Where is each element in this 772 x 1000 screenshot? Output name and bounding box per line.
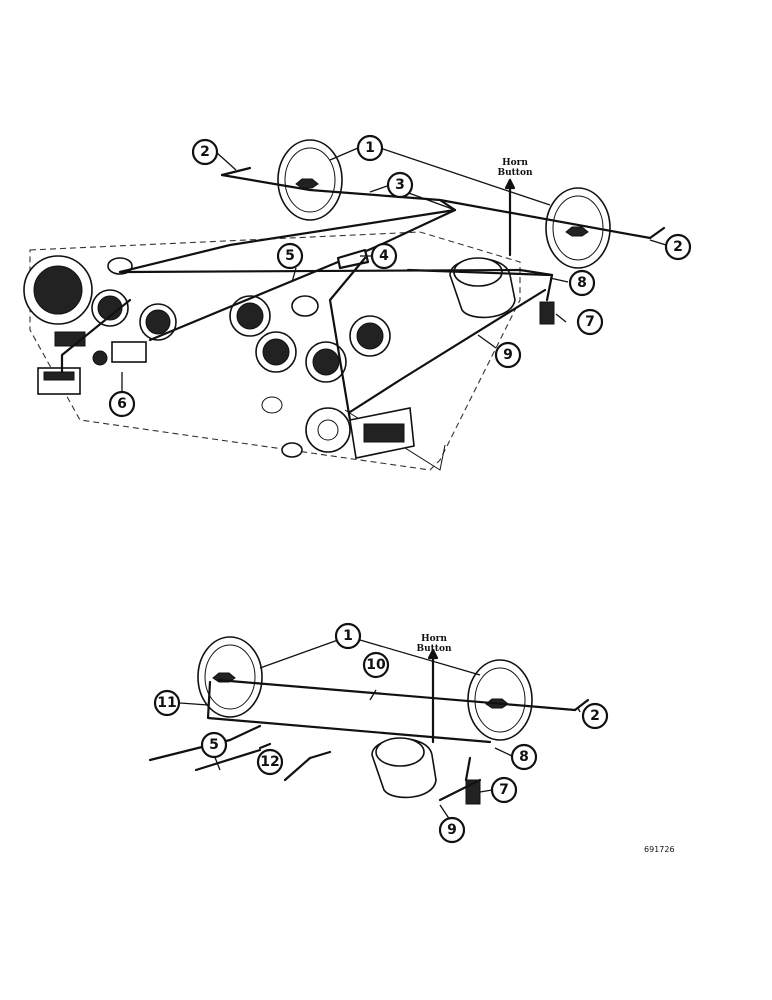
sender-unit xyxy=(539,301,555,325)
horn-left xyxy=(277,139,343,221)
callout-5-upper: 5 xyxy=(276,242,304,270)
svg-text:4: 4 xyxy=(379,248,389,264)
svg-text:12: 12 xyxy=(260,754,279,770)
lower-diagram: Horn Button 1 10 11 2 5 12 8 xyxy=(148,622,609,844)
svg-text:8: 8 xyxy=(519,749,529,765)
svg-text:7: 7 xyxy=(499,782,509,798)
gauge-cluster xyxy=(23,255,391,383)
callout-7-upper: 7 xyxy=(576,308,604,336)
callout-2-lower: 2 xyxy=(581,702,609,730)
upper-diagram: Horn Button 1 2 3 2 4 5 8 xyxy=(23,134,692,471)
callout-2-upper-right: 2 xyxy=(664,233,692,261)
svg-text:1: 1 xyxy=(365,140,375,156)
svg-text:3: 3 xyxy=(395,177,405,193)
electrical-components xyxy=(37,331,415,459)
callout-1-upper: 1 xyxy=(356,134,384,162)
callout-6-upper: 6 xyxy=(108,390,136,418)
horn-right xyxy=(545,187,611,269)
callout-4-upper: 4 xyxy=(370,242,398,270)
leader-lines-upper xyxy=(121,147,667,392)
wiring-harness-upper xyxy=(60,166,666,422)
svg-text:2: 2 xyxy=(200,144,210,160)
callout-5-lower: 5 xyxy=(200,731,228,759)
svg-text:6: 6 xyxy=(117,396,127,412)
callout-9-lower: 9 xyxy=(438,816,466,844)
svg-text:7: 7 xyxy=(585,314,595,330)
svg-text:5: 5 xyxy=(209,737,219,753)
callout-11-lower: 11 xyxy=(153,689,181,717)
horn-button-housing-lower xyxy=(371,737,437,799)
callout-8-lower: 8 xyxy=(510,743,538,771)
callout-2-upper-left: 2 xyxy=(191,138,219,166)
horn-button-label-line2: Button xyxy=(497,168,532,178)
callout-3-upper: 3 xyxy=(386,171,414,199)
svg-text:2: 2 xyxy=(673,239,683,255)
horn-button-label-lower-line2: Button xyxy=(416,644,451,654)
svg-text:1: 1 xyxy=(343,628,353,644)
callout-12-lower: 12 xyxy=(256,748,284,776)
horn-button-housing xyxy=(449,257,516,319)
callout-1-lower: 1 xyxy=(334,622,362,650)
svg-text:2: 2 xyxy=(590,708,600,724)
svg-text:9: 9 xyxy=(447,822,457,838)
svg-text:8: 8 xyxy=(577,275,587,291)
horn-right-lower xyxy=(467,659,533,741)
svg-text:10: 10 xyxy=(366,657,386,673)
callout-9-upper: 9 xyxy=(494,341,522,369)
callout-8-upper: 8 xyxy=(568,269,596,297)
callout-7-lower: 7 xyxy=(490,776,518,804)
wiring-harness-lower xyxy=(148,648,590,802)
horn-button-label-lower-line1: Horn xyxy=(421,634,447,644)
horn-left-lower xyxy=(197,636,263,718)
svg-text:11: 11 xyxy=(157,695,176,711)
svg-text:9: 9 xyxy=(503,347,513,363)
callout-10-lower: 10 xyxy=(362,651,390,679)
horn-button-label-line1: Horn xyxy=(502,158,528,168)
svg-text:5: 5 xyxy=(285,248,295,264)
figure-code: 691726 xyxy=(644,845,675,854)
